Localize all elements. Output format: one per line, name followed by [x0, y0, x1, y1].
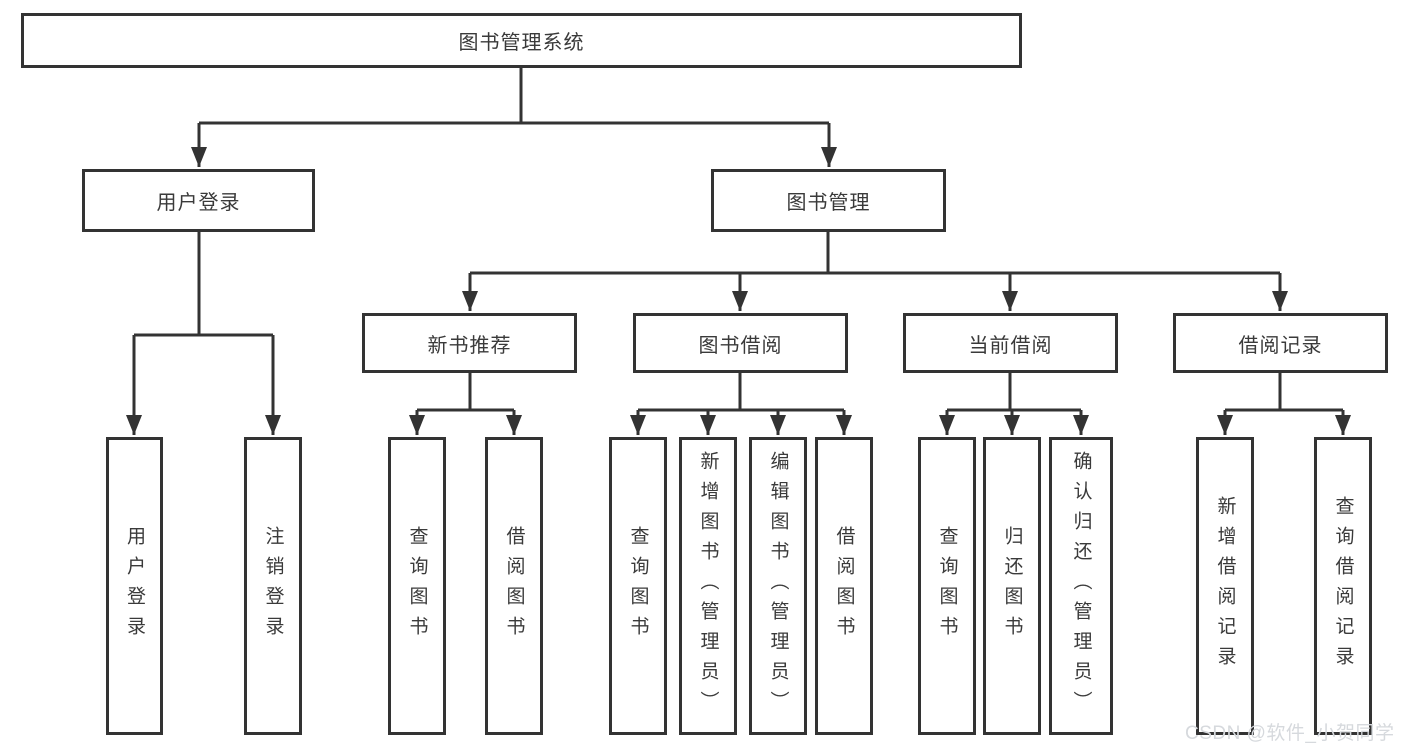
edge-current-borrow-stem: [947, 373, 1081, 412]
leaf-current-confirm-return-admin-label: 确认归还（管理员）: [1070, 451, 1092, 721]
leaf-borrow-query-books-label: 查询图书: [627, 526, 649, 646]
leaf-records-query-record: 查询借阅记录: [1314, 437, 1372, 735]
leaf-logout: 注销登录: [244, 437, 302, 735]
node-new-book-recommend: 新书推荐: [362, 313, 577, 373]
leaf-current-return-books-label: 归还图书: [1001, 526, 1023, 646]
node-book-borrow-label: 图书借阅: [698, 334, 783, 357]
node-current-borrow-label: 当前借阅: [968, 334, 1053, 357]
leaf-current-query-books: 查询图书: [918, 437, 976, 735]
node-borrow-records: 借阅记录: [1173, 313, 1388, 373]
edge-borrow-records-stem: [1225, 373, 1343, 412]
node-current-borrow: 当前借阅: [903, 313, 1118, 373]
node-book-borrow: 图书借阅: [633, 313, 848, 373]
leaf-borrow-add-books-admin-label: 新增图书（管理员）: [697, 451, 719, 721]
node-borrow-records-label: 借阅记录: [1238, 334, 1323, 357]
leaf-borrow-edit-books-admin-label: 编辑图书（管理员）: [767, 451, 789, 721]
leaf-newbook-borrow-books: 借阅图书: [485, 437, 543, 735]
leaf-current-query-books-label: 查询图书: [936, 526, 958, 646]
node-new-book-recommend-label: 新书推荐: [427, 334, 512, 357]
root-node-library-system: 图书管理系统: [21, 13, 1022, 68]
edge-user-login-stem: [134, 232, 273, 337]
leaf-borrow-borrow-books-label: 借阅图书: [833, 526, 855, 646]
leaf-records-add-record-label: 新增借阅记录: [1214, 496, 1236, 676]
leaf-borrow-edit-books-admin: 编辑图书（管理员）: [749, 437, 807, 735]
leaf-logout-label: 注销登录: [262, 526, 284, 646]
leaf-records-query-record-label: 查询借阅记录: [1332, 496, 1354, 676]
edge-book-borrow-stem: [638, 373, 844, 412]
leaf-newbook-borrow-books-label: 借阅图书: [503, 526, 525, 646]
leaf-borrow-query-books: 查询图书: [609, 437, 667, 735]
leaf-records-add-record: 新增借阅记录: [1196, 437, 1254, 735]
leaf-current-return-books: 归还图书: [983, 437, 1041, 735]
root-node-label: 图书管理系统: [458, 32, 585, 54]
node-user-login-label: 用户登录: [156, 192, 241, 214]
node-book-management: 图书管理: [711, 169, 946, 232]
leaf-borrow-add-books-admin: 新增图书（管理员）: [679, 437, 737, 735]
edge-new-book-stem: [417, 373, 514, 412]
leaf-user-login-label: 用户登录: [124, 526, 145, 646]
leaf-borrow-borrow-books: 借阅图书: [815, 437, 873, 735]
leaf-newbook-query-books: 查询图书: [388, 437, 446, 735]
leaf-newbook-query-books-label: 查询图书: [406, 526, 428, 646]
csdn-watermark: CSDN @软件_小贺同学: [1185, 723, 1395, 744]
leaf-user-login: 用户登录: [106, 437, 163, 735]
node-user-login: 用户登录: [82, 169, 315, 232]
leaf-current-confirm-return-admin: 确认归还（管理员）: [1049, 437, 1113, 735]
node-book-management-label: 图书管理: [786, 192, 871, 214]
